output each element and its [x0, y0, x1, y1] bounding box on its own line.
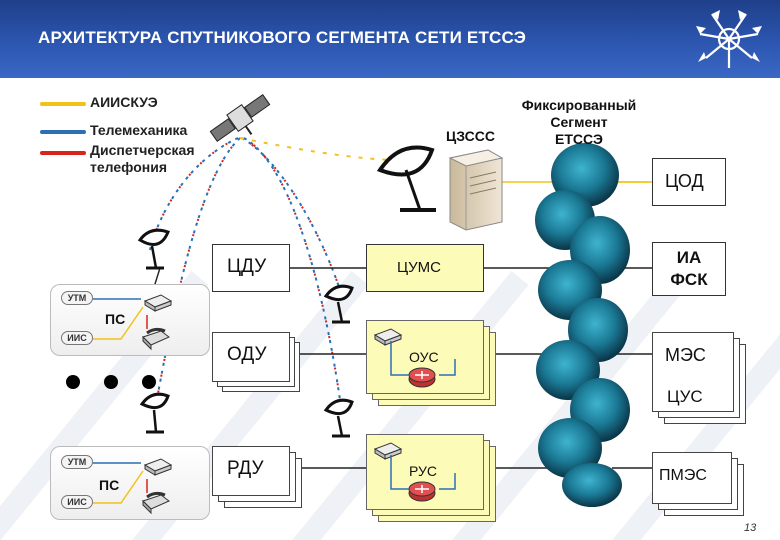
- rdu-stack[interactable]: РДУ: [212, 446, 302, 508]
- telephone-icon: [142, 327, 170, 351]
- cod-label: ЦОД: [665, 171, 704, 191]
- odu-stack[interactable]: ОДУ: [212, 332, 300, 392]
- iis-tag: ИИС: [61, 495, 93, 509]
- substation-bottom[interactable]: УТМ ИИС ПС: [50, 446, 210, 520]
- modem-icon: [373, 328, 403, 346]
- cloud-icon: [535, 143, 630, 507]
- substation-wiring: [93, 462, 148, 504]
- rdu-label: РДУ: [227, 458, 264, 479]
- ous-label: ОУС: [409, 349, 439, 365]
- rus-stack[interactable]: РУС: [366, 434, 496, 522]
- mes-label: МЭС: [665, 345, 706, 365]
- satellite-icon: [209, 94, 271, 142]
- rus-wiring: [390, 455, 456, 490]
- cod-box[interactable]: ЦОД: [652, 158, 726, 206]
- cus-label: ЦУС: [667, 387, 703, 406]
- substation-top[interactable]: УТМ ИИС ПС: [50, 284, 210, 356]
- mes-stack[interactable]: МЭС ЦУС: [652, 332, 746, 424]
- ia-fsk-line: ФСК: [670, 270, 708, 289]
- telephone-icon: [142, 491, 170, 515]
- fixed-segment-line: Фиксированный: [521, 97, 637, 113]
- fixed-segment-label: Фиксированный Сегмент ЕТССЭ: [504, 97, 654, 148]
- dish-antenna-icon: [137, 228, 354, 438]
- legend-label: АИИСКУЭ: [90, 94, 158, 110]
- utm-tag: УТМ: [61, 455, 93, 469]
- company-logo-icon: [696, 10, 762, 68]
- ia-fsk-box[interactable]: ИА ФСК: [652, 242, 726, 296]
- router-icon: [408, 481, 436, 502]
- iis-tag: ИИС: [61, 331, 93, 345]
- rus-label: РУС: [409, 463, 438, 479]
- ous-stack[interactable]: ОУС: [366, 320, 496, 406]
- substation-label: ПС: [105, 311, 126, 327]
- substation-wiring: [93, 298, 148, 340]
- modem-icon: [143, 294, 173, 312]
- legend-swatch: [40, 130, 86, 134]
- cdu-label: ЦДУ: [227, 256, 267, 277]
- page-number: 13: [744, 522, 757, 534]
- page-title: АРХИТЕКТУРА СПУТНИКОВОГО СЕГМЕНТА СЕТИ Е…: [38, 28, 527, 47]
- cums-label: ЦУМС: [397, 259, 441, 276]
- ia-fsk-label: ИА ФСК: [653, 247, 725, 291]
- pmes-label: ПМЭС: [659, 467, 707, 484]
- czsss-label: ЦЗССС: [446, 128, 495, 144]
- legend-swatch: [40, 102, 86, 106]
- ellipsis-dot: [104, 375, 118, 389]
- fixed-segment-line: Сегмент: [550, 114, 608, 130]
- legend-swatch: [40, 151, 86, 155]
- cums-box[interactable]: ЦУМС: [366, 244, 484, 292]
- legend-label: Телемеханика: [90, 122, 188, 138]
- odu-label: ОДУ: [227, 344, 267, 365]
- fixed-segment-line: ЕТССЭ: [555, 131, 603, 147]
- ellipsis-dot: [142, 375, 156, 389]
- substation-label: ПС: [99, 477, 120, 493]
- utm-tag: УТМ: [61, 291, 93, 305]
- header-bar: АРХИТЕКТУРА СПУТНИКОВОГО СЕГМЕНТА СЕТИ Е…: [0, 0, 780, 78]
- legend-label: Диспетчерская телефония: [90, 142, 195, 175]
- modem-icon: [373, 442, 403, 460]
- cdu-box[interactable]: ЦДУ: [212, 244, 290, 292]
- modem-icon: [143, 458, 173, 476]
- ia-fsk-line: ИА: [676, 248, 702, 267]
- server-icon: [448, 149, 504, 231]
- ous-wiring: [390, 341, 456, 376]
- pmes-stack[interactable]: ПМЭС: [652, 452, 744, 516]
- ellipsis-dot: [66, 375, 80, 389]
- dish-antenna-icon: [376, 145, 436, 212]
